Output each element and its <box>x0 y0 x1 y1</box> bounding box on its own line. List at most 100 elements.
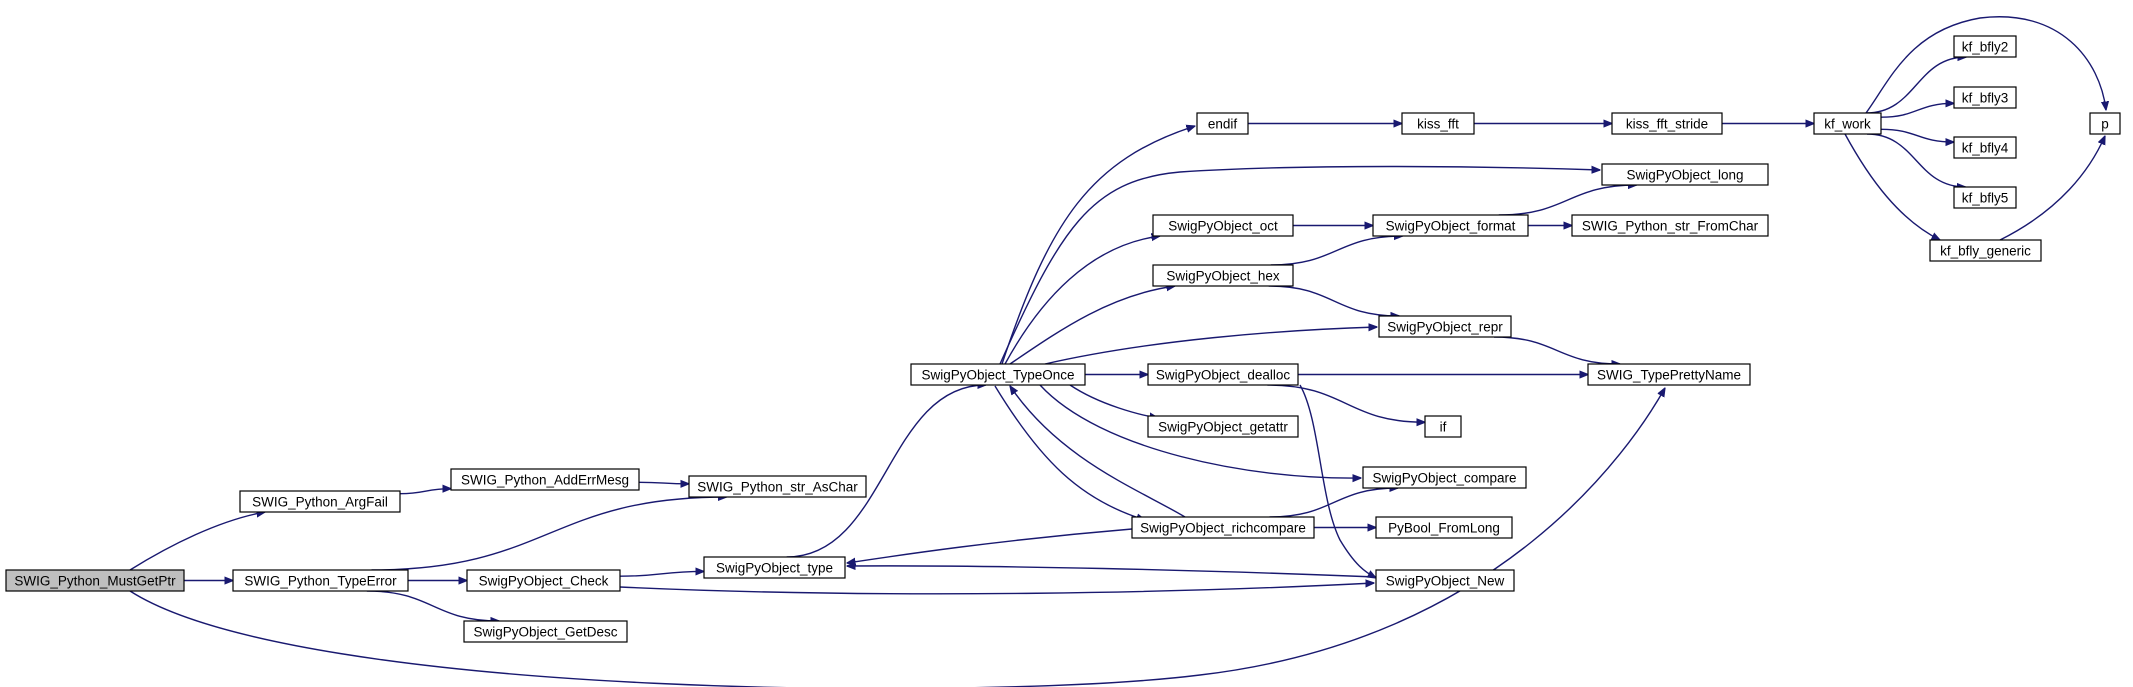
edge-root-to-pretty <box>129 388 1665 687</box>
edge-kfwork-to-b5 <box>1867 133 1965 187</box>
node-box[interactable] <box>1953 35 2017 58</box>
node-box[interactable] <box>1152 214 1294 237</box>
edge-typeerror-to-strchar <box>371 497 727 571</box>
edge-rich-to-compare <box>1269 488 1398 518</box>
node-pretty[interactable]: SWIG_TypePrettyName <box>1587 363 1751 386</box>
node-box[interactable] <box>1375 569 1515 592</box>
node-box[interactable] <box>1378 315 1512 338</box>
node-root[interactable]: SWIG_Python_MustGetPtr <box>5 569 185 592</box>
node-argfail[interactable]: SWIG_Python_ArgFail <box>239 490 401 513</box>
node-box[interactable] <box>1196 112 1249 135</box>
node-long[interactable]: SwigPyObject_long <box>1601 163 1769 186</box>
node-box[interactable] <box>463 620 628 643</box>
edge-path <box>1001 126 1195 365</box>
node-box[interactable] <box>2089 112 2121 135</box>
edge-new-to-type <box>847 566 1377 578</box>
node-box[interactable] <box>1929 239 2042 262</box>
node-p[interactable]: p <box>2089 112 2121 135</box>
node-box[interactable] <box>1601 163 1769 186</box>
node-label: SWIG_Python_TypeError <box>244 573 397 588</box>
node-strchar[interactable]: SWIG_Python_str_AsChar <box>688 475 867 498</box>
edge-typeonce-to-repr <box>1044 327 1377 365</box>
node-label: kiss_fft <box>1417 116 1459 131</box>
node-new[interactable]: SwigPyObject_New <box>1375 569 1515 592</box>
node-box[interactable] <box>1375 516 1513 539</box>
edge-path <box>366 590 499 621</box>
node-box[interactable] <box>1813 112 1882 135</box>
node-hex[interactable]: SwigPyObject_hex <box>1152 264 1294 287</box>
node-box[interactable] <box>1953 186 2017 209</box>
node-type[interactable]: SwigPyObject_type <box>703 556 846 579</box>
node-layer: SWIG_Python_MustGetPtr SWIG_Python_ArgFai… <box>5 35 2121 643</box>
edge-typeonce-to-oct <box>1004 236 1160 365</box>
node-box[interactable] <box>5 569 185 592</box>
node-box[interactable] <box>1571 214 1769 237</box>
node-repr[interactable]: SwigPyObject_repr <box>1378 315 1512 338</box>
node-b5[interactable]: kf_bfly5 <box>1953 186 2017 209</box>
edge-typeonce-to-rich <box>994 385 1145 520</box>
node-box[interactable] <box>1362 466 1527 489</box>
node-box[interactable] <box>1953 86 2017 109</box>
edge-argfail-to-adderr <box>399 489 451 495</box>
node-box[interactable] <box>450 468 640 491</box>
node-label: SwigPyObject_TypeOnce <box>921 367 1074 382</box>
node-oct[interactable]: SwigPyObject_oct <box>1152 214 1294 237</box>
node-label: SwigPyObject_Check <box>479 573 609 588</box>
node-strfrom[interactable]: SWIG_Python_str_FromChar <box>1571 214 1769 237</box>
node-check[interactable]: SwigPyObject_Check <box>466 569 621 592</box>
node-compare[interactable]: SwigPyObject_compare <box>1362 466 1527 489</box>
node-box[interactable] <box>1372 214 1529 237</box>
node-typeonce[interactable]: SwigPyObject_TypeOnce <box>910 363 1086 386</box>
node-if[interactable]: if <box>1424 415 1462 438</box>
edge-bgen-to-p <box>1999 136 2105 241</box>
node-b4[interactable]: kf_bfly4 <box>1953 136 2017 159</box>
node-label: kf_bfly4 <box>1962 140 2009 155</box>
node-endif[interactable]: endif <box>1196 112 1249 135</box>
node-box[interactable] <box>232 569 409 592</box>
node-box[interactable] <box>466 569 621 592</box>
node-label: SwigPyObject_dealloc <box>1156 367 1291 382</box>
node-stride[interactable]: kiss_fft_stride <box>1611 112 1723 135</box>
node-typeerror[interactable]: SWIG_Python_TypeError <box>232 569 409 592</box>
node-box[interactable] <box>1953 136 2017 159</box>
node-b3[interactable]: kf_bfly3 <box>1953 86 2017 109</box>
node-box[interactable] <box>1147 415 1299 438</box>
node-adderr[interactable]: SWIG_Python_AddErrMesg <box>450 468 640 491</box>
node-getattr[interactable]: SwigPyObject_getattr <box>1147 415 1299 438</box>
edge-path <box>1999 136 2105 241</box>
node-box[interactable] <box>1147 363 1299 386</box>
edge-format-to-long <box>1498 185 1637 216</box>
node-box[interactable] <box>1401 112 1475 135</box>
edge-path <box>638 482 689 484</box>
node-rich[interactable]: SwigPyObject_richcompare <box>1131 516 1315 539</box>
edge-path <box>1039 384 1361 478</box>
node-box[interactable] <box>239 490 401 513</box>
node-label: kf_bfly5 <box>1962 190 2009 205</box>
node-label: SwigPyObject_repr <box>1387 319 1503 334</box>
node-pybool[interactable]: PyBool_FromLong <box>1375 516 1513 539</box>
node-box[interactable] <box>688 475 867 498</box>
node-dealloc[interactable]: SwigPyObject_dealloc <box>1147 363 1299 386</box>
node-bgen[interactable]: kf_bfly_generic <box>1929 239 2042 262</box>
node-format[interactable]: SwigPyObject_format <box>1372 214 1529 237</box>
node-getdesc[interactable]: SwigPyObject_GetDesc <box>463 620 628 643</box>
edge-typeonce-to-long <box>999 167 1600 365</box>
edge-path <box>1299 384 1376 578</box>
node-box[interactable] <box>703 556 846 579</box>
node-box[interactable] <box>1152 264 1294 287</box>
node-b2[interactable]: kf_bfly2 <box>1953 35 2017 58</box>
node-box[interactable] <box>1131 516 1315 539</box>
node-box[interactable] <box>1424 415 1462 438</box>
node-kfwork[interactable]: kf_work <box>1813 112 1882 135</box>
node-box[interactable] <box>1611 112 1723 135</box>
node-label: SWIG_Python_str_AsChar <box>697 479 858 494</box>
edge-check-to-new <box>619 583 1374 595</box>
edge-path <box>1880 128 1954 142</box>
node-kissfft[interactable]: kiss_fft <box>1401 112 1475 135</box>
node-label: SwigPyObject_compare <box>1372 470 1516 485</box>
node-box[interactable] <box>1587 363 1751 386</box>
node-label: SwigPyObject_hex <box>1166 268 1280 283</box>
node-label: SwigPyObject_richcompare <box>1140 520 1306 535</box>
node-box[interactable] <box>910 363 1086 386</box>
edge-typeonce-to-hex <box>1009 286 1175 365</box>
